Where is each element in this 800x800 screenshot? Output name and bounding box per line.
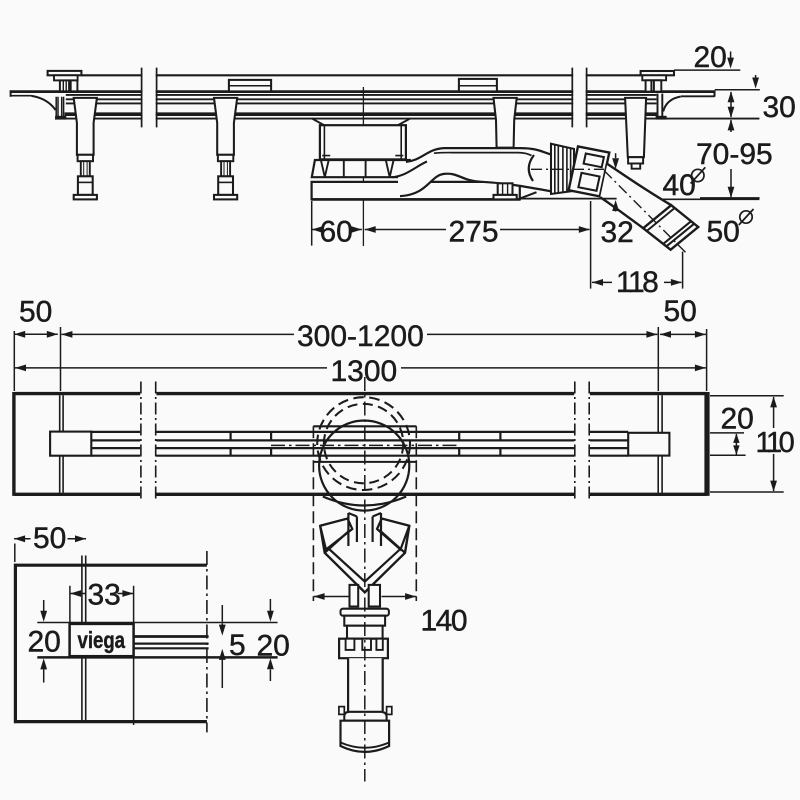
svg-text:118: 118 [616,266,658,299]
svg-text:140: 140 [421,605,467,638]
svg-text:50: 50 [707,216,740,249]
svg-text:30: 30 [763,91,796,124]
svg-text:33: 33 [88,579,121,612]
svg-text:20: 20 [28,626,61,659]
svg-text:300-1200: 300-1200 [297,320,424,353]
svg-text:50: 50 [33,522,66,555]
svg-text:275: 275 [449,216,499,249]
svg-text:1300: 1300 [331,355,398,388]
svg-text:50: 50 [19,296,52,329]
svg-text:20: 20 [257,630,290,663]
svg-text:110: 110 [756,427,794,459]
svg-text:32: 32 [601,216,634,249]
svg-text:70-95: 70-95 [696,138,773,171]
svg-text:20: 20 [721,403,754,436]
svg-text:viega: viega [78,627,126,653]
svg-text:40: 40 [663,169,696,202]
svg-text:60: 60 [320,216,353,249]
svg-text:50: 50 [664,295,697,328]
svg-text:20: 20 [694,41,727,74]
svg-text:5: 5 [229,629,246,662]
